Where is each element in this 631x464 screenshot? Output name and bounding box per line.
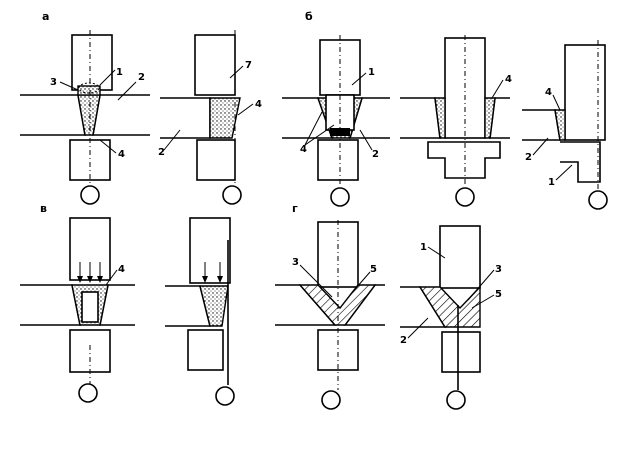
upper-column: [189, 217, 231, 284]
group-label-g: г: [292, 202, 298, 215]
column: [564, 44, 606, 141]
label-2: 2: [372, 149, 379, 160]
label-2: 2: [525, 152, 532, 163]
mortar-joint: [199, 285, 229, 327]
label-4: 4: [118, 264, 125, 275]
label-4: 4: [300, 144, 307, 155]
upper-column: [439, 225, 481, 289]
axis-marker: [455, 187, 475, 207]
label-2: 2: [138, 72, 145, 83]
left-floor-slab: [400, 97, 441, 139]
mortar-bed: [77, 85, 101, 96]
left-floor-slab: [20, 284, 81, 326]
joint-v1: 4: [20, 217, 135, 403]
label-3: 3: [495, 264, 502, 275]
label-1: 1: [368, 67, 375, 78]
mortar-joint-left: [434, 97, 446, 139]
joint-v2: [165, 217, 235, 406]
lower-bracket: [560, 141, 601, 183]
axis-marker: [215, 386, 235, 406]
lower-column: [187, 329, 224, 371]
lower-column: [196, 139, 236, 181]
mortar-joint: [209, 97, 241, 139]
label-2: 2: [400, 335, 407, 346]
label-5: 5: [495, 289, 502, 300]
label-7: 7: [245, 60, 252, 71]
lower-column: [317, 139, 359, 181]
label-4: 4: [255, 99, 262, 110]
label-3: 3: [292, 257, 299, 268]
weld-outline: [78, 82, 100, 94]
mortar-joint-right: [484, 97, 496, 139]
mortar-joint: [554, 109, 566, 141]
axis-marker: [222, 185, 242, 205]
lower-column: [441, 331, 481, 373]
upper-column: [71, 34, 113, 91]
concrete-fill: [298, 284, 377, 326]
joint-g1: 3 5: [275, 220, 385, 410]
joint-b1: 1 4 2: [282, 35, 390, 207]
axis-marker: [80, 185, 100, 205]
right-floor-slab: [92, 94, 150, 136]
label-4: 4: [545, 87, 552, 98]
label-4: 4: [505, 74, 512, 85]
label-1: 1: [116, 67, 123, 78]
axis-marker: [330, 187, 350, 207]
axis-marker: [588, 190, 608, 210]
concrete-fill: [418, 285, 481, 328]
column-stem: [81, 291, 99, 323]
label-1: 1: [420, 242, 427, 253]
axis-marker: [321, 390, 341, 410]
label-5: 5: [370, 264, 377, 275]
lower-column-head: [427, 141, 501, 179]
joint-g2: 1 3 5 2: [400, 225, 502, 410]
joint-b3: 4 2 1: [522, 40, 608, 210]
joint-b2: 4: [400, 35, 512, 207]
column-stem: [325, 94, 355, 131]
group-label-a: а: [42, 10, 49, 23]
label-3: 3: [50, 77, 57, 88]
axis-marker: [78, 383, 98, 403]
group-label-v: в: [40, 202, 47, 215]
left-floor-slab: [20, 94, 86, 136]
upper-column: [194, 34, 236, 96]
joint-a2: 7 4 2: [158, 30, 262, 205]
label-1: 1: [548, 177, 555, 188]
axis-marker: [446, 390, 466, 410]
left-floor-slab: [160, 97, 211, 139]
upper-column: [317, 221, 359, 288]
floor-slab: [522, 109, 561, 141]
joint-a1: 1 2 3 4: [20, 30, 150, 205]
group-label-b: б: [305, 10, 313, 23]
mortar-joint: [77, 94, 101, 136]
label-4: 4: [118, 149, 125, 160]
label-2: 2: [158, 147, 165, 158]
